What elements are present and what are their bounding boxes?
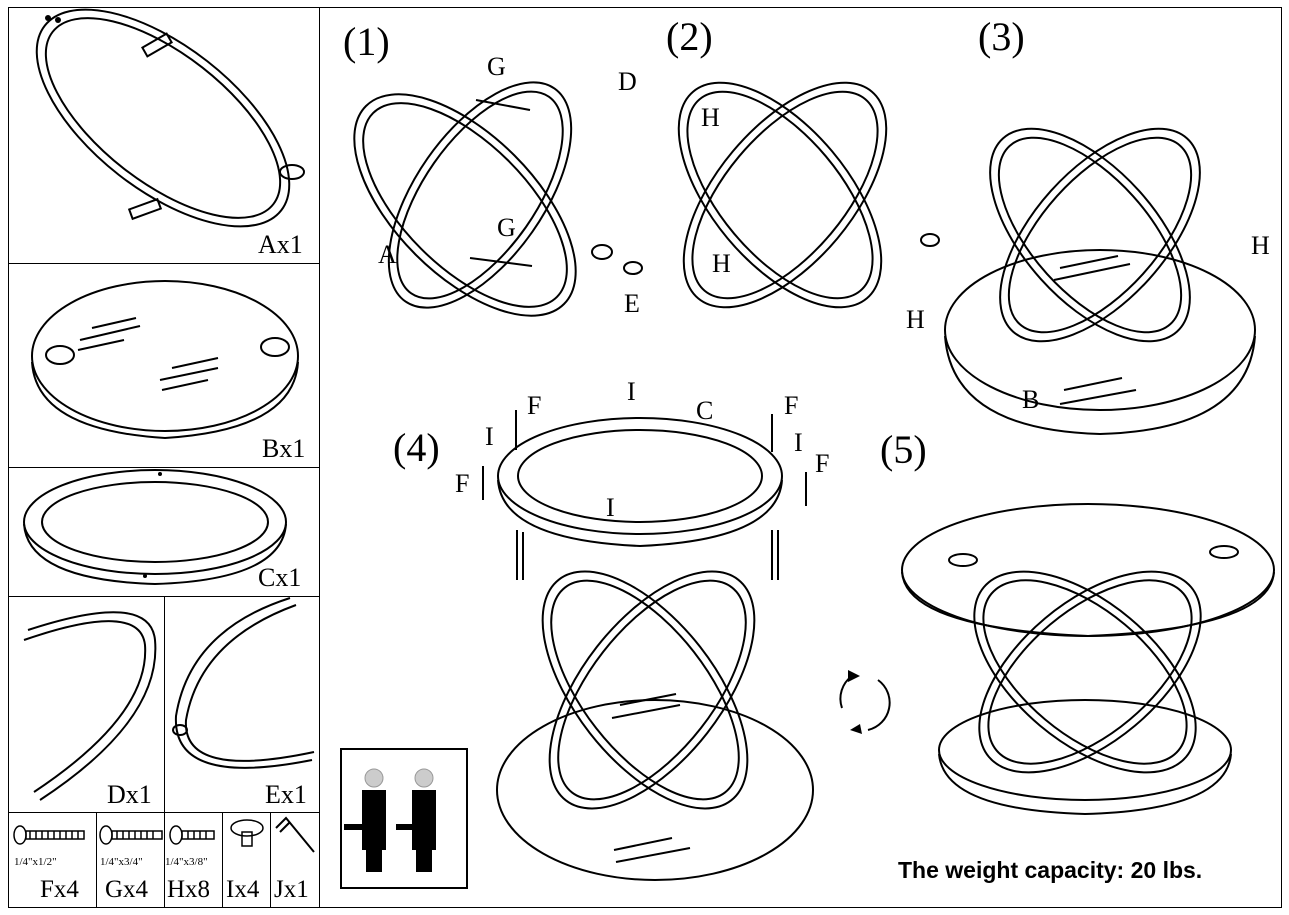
part-a-label: Ax1 [258, 230, 303, 259]
part-e-illustration [172, 597, 315, 769]
hardware-i-label: Ix4 [226, 876, 260, 903]
label-step1-g-bottom: G [497, 213, 516, 242]
step-3-illustration [944, 127, 1256, 436]
part-c-label: Cx1 [258, 563, 302, 592]
label-step2-h-bottom: H [712, 249, 731, 278]
label-step4-f-right-top: F [784, 391, 799, 420]
weight-capacity-note: The weight capacity: 20 lbs. [898, 857, 1203, 883]
label-step4-c: C [696, 396, 714, 425]
label-step1-g-top: G [487, 52, 506, 81]
step-5-illustration [901, 503, 1275, 816]
label-step1-a: A [378, 240, 397, 269]
label-step4-f-left: F [455, 469, 470, 498]
step-1-illustration [353, 81, 613, 317]
label-step1-d: D [618, 67, 637, 96]
hardware-j-label: Jx1 [274, 876, 309, 903]
part-e-label: Ex1 [265, 780, 307, 809]
hardware-g-size: 1/4"x3/4" [100, 856, 143, 868]
bolt-g-icon [99, 825, 163, 845]
part-b-illustration [31, 280, 299, 440]
part-b-label: Bx1 [262, 434, 306, 463]
label-step2-e: E [624, 289, 640, 318]
label-step3-h-left: H [906, 305, 925, 334]
hardware-h-size: 1/4"x3/8" [165, 856, 208, 868]
hardware-f-label: Fx4 [40, 876, 79, 903]
step-3-number: (3) [978, 14, 1025, 59]
allen-key-j-icon [275, 816, 315, 853]
label-step4-i-right: I [794, 428, 803, 457]
label-step3-h-right: H [1251, 231, 1270, 260]
step-2-illustration [623, 81, 940, 309]
label-step4-f-right: F [815, 449, 830, 478]
label-step2-h-top: H [701, 103, 720, 132]
hardware-j-cell [270, 812, 320, 908]
part-c-illustration [23, 469, 287, 586]
label-step4-f-left-top: F [527, 391, 542, 420]
hardware-h-label: Hx8 [167, 876, 211, 903]
step-1-number: (1) [343, 19, 390, 64]
step-4-illustration [482, 410, 814, 881]
part-a-illustration [35, 8, 305, 228]
label-step4-i-top: I [627, 377, 636, 406]
part-d-label: Dx1 [107, 780, 152, 809]
step-2-number: (2) [666, 14, 713, 59]
label-step4-i-center: I [606, 493, 615, 522]
part-d-illustration [23, 611, 157, 801]
bolt-f-icon [13, 825, 85, 845]
rotate-arrows-icon [839, 670, 891, 734]
step-4-number: (4) [393, 425, 440, 470]
label-step4-i-left: I [485, 422, 494, 451]
two-person-lift-icon [340, 748, 468, 889]
leveler-i-icon [230, 819, 264, 847]
bolt-h-icon [169, 825, 215, 845]
label-step3-b: B [1022, 385, 1040, 414]
hardware-f-size: 1/4"x1/2" [14, 856, 57, 868]
hardware-g-label: Gx4 [105, 876, 149, 903]
step-5-number: (5) [880, 427, 927, 472]
